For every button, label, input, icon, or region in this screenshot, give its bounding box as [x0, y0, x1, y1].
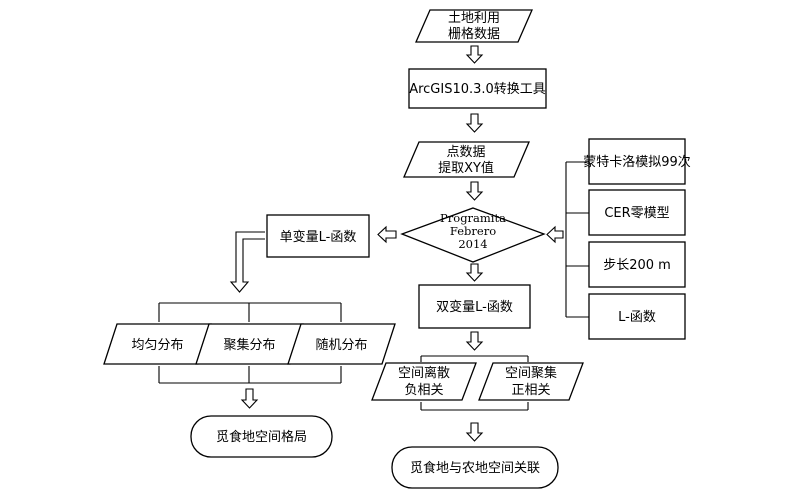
- param-step-label: 步长200 m: [603, 258, 671, 273]
- parameter-panel: 蒙特卡洛模拟99次 CER零模型 步长200 m L-函数: [565, 138, 691, 340]
- neg-corr-line1: 空间离散: [398, 365, 450, 381]
- param-l-function: L-函数: [588, 293, 686, 340]
- programita-line2: Febrero: [450, 224, 496, 238]
- clustered-distribution-node: 聚集分布: [195, 323, 304, 365]
- univariate-label: 单变量L-函数: [280, 229, 357, 245]
- uniform-label: 均匀分布: [131, 338, 183, 353]
- point-data-node: 点数据 提取XY值: [403, 141, 530, 178]
- down-arrow-icon: [465, 113, 484, 133]
- neg-corr-line2: 负相关: [404, 383, 443, 398]
- bivariate-lfunction-node: 双变量L-函数: [418, 284, 531, 329]
- positive-correlation-node: 空间聚集 正相关: [478, 362, 584, 401]
- correlation-bracket-bottom: [420, 402, 529, 411]
- param-cer-label: CER零模型: [604, 206, 669, 221]
- left-arrow-icon: [377, 225, 397, 244]
- result-left-label: 觅食地空间格局: [216, 429, 307, 445]
- univariate-lfunction-node: 单变量L-函数: [266, 214, 370, 258]
- pos-corr-line2: 正相关: [511, 383, 550, 398]
- input-raster-line1: 土地利用: [448, 11, 500, 26]
- distribution-bracket: [158, 302, 342, 384]
- random-distribution-node: 随机分布: [287, 323, 396, 365]
- param-step-length: 步长200 m: [588, 241, 686, 288]
- pos-corr-line1: 空间聚集: [505, 365, 557, 381]
- programita-line3: 2014: [458, 237, 487, 251]
- random-label: 随机分布: [315, 338, 367, 353]
- param-monte-carlo-label: 蒙特卡洛模拟99次: [583, 154, 691, 170]
- programita-line1: Programita: [440, 211, 506, 225]
- arcgis-tool-node: ArcGIS10.3.0转换工具: [408, 68, 547, 109]
- down-arrow-icon: [465, 263, 484, 282]
- down-arrow-icon: [465, 45, 484, 64]
- point-data-line1: 点数据: [446, 145, 485, 160]
- result-right-label: 觅食地与农地空间关联: [410, 460, 540, 476]
- uniform-distribution-node: 均匀分布: [103, 323, 212, 365]
- negative-correlation-node: 空间离散 负相关: [371, 362, 477, 401]
- param-monte-carlo: 蒙特卡洛模拟99次: [583, 138, 691, 185]
- param-cer-null-model: CER零模型: [588, 189, 686, 236]
- programita-decision-node: Programita Febrero 2014: [400, 207, 546, 263]
- arcgis-tool-label: ArcGIS10.3.0转换工具: [409, 82, 546, 97]
- correlation-bracket: [420, 355, 529, 362]
- bivariate-label: 双变量L-函数: [436, 299, 513, 315]
- input-raster-line2: 栅格数据: [448, 26, 500, 42]
- foraging-farmland-association-result: 觅食地与农地空间关联: [391, 446, 559, 489]
- input-raster-node: 土地利用 栅格数据: [415, 9, 533, 43]
- down-arrow-icon: [240, 388, 259, 409]
- down-arrow-icon: [465, 331, 484, 351]
- param-lfunc-label: L-函数: [618, 310, 656, 325]
- foraging-spatial-pattern-result: 觅食地空间格局: [190, 415, 333, 458]
- down-arrow-icon: [465, 422, 484, 442]
- point-data-line2: 提取XY值: [438, 160, 494, 176]
- clustered-label: 聚集分布: [223, 337, 275, 353]
- left-arrow-icon: [546, 225, 564, 244]
- elbow-arrow-icon: [229, 231, 265, 293]
- down-arrow-icon: [465, 181, 484, 201]
